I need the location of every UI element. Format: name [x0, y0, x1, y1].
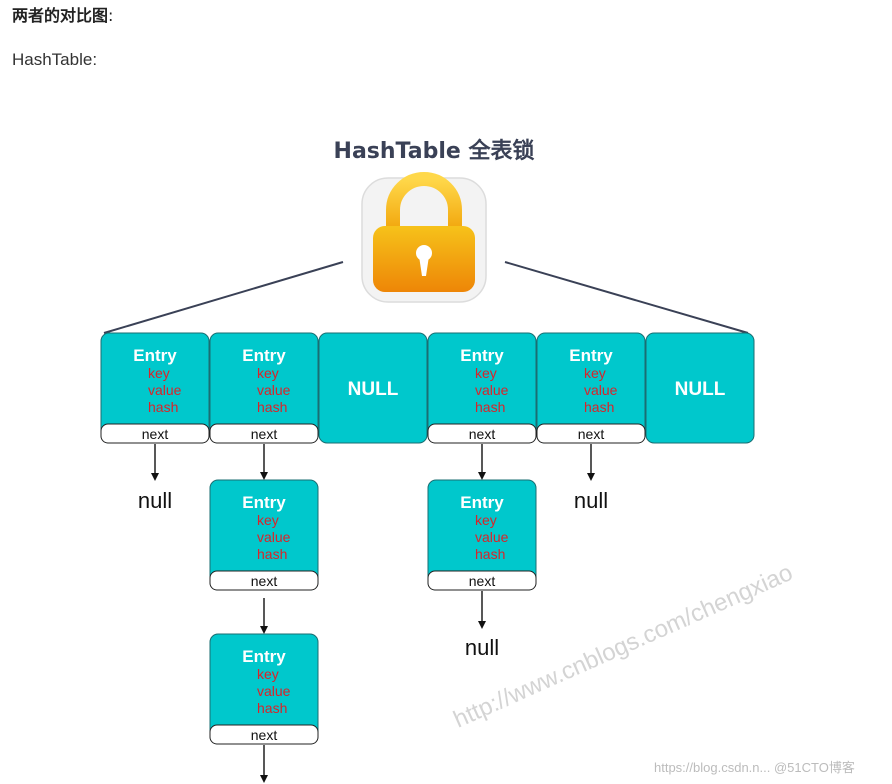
next-label: next	[251, 426, 278, 442]
next-label: next	[578, 426, 605, 442]
null-slot-label: NULL	[348, 379, 399, 400]
entry-field-key: key	[257, 512, 279, 528]
entry-field-key: key	[475, 512, 497, 528]
entry-field-value: value	[257, 529, 291, 545]
next-label: next	[469, 426, 496, 442]
entry-title: Entry	[242, 346, 286, 365]
next-label: next	[469, 573, 496, 589]
connector-line-right	[504, 261, 749, 334]
entry-title: Entry	[569, 346, 613, 365]
entry-field-hash: hash	[257, 700, 287, 716]
entry-field-value: value	[475, 382, 509, 398]
heading: 两者的对比图:	[12, 2, 113, 26]
heading-text: 两者的对比图	[12, 6, 109, 25]
entry-field-value: value	[584, 382, 618, 398]
null-terminal-bucket-4: null	[574, 488, 608, 513]
entry-title: Entry	[133, 346, 177, 365]
null-terminal-bucket-3-chain: null	[465, 635, 499, 660]
next-pointer-box	[100, 423, 210, 444]
entry-field-key: key	[257, 666, 279, 682]
entry-title: Entry	[242, 647, 286, 666]
entry-field-key: key	[584, 365, 606, 381]
entry-field-hash: hash	[475, 399, 505, 415]
entry-field-hash: hash	[475, 546, 505, 562]
entry-title: Entry	[242, 493, 286, 512]
next-pointer-box	[209, 724, 319, 745]
entry-title: Entry	[460, 346, 504, 365]
null-slot-cell	[318, 332, 428, 444]
footer-watermark: https://blog.csdn.n... @51CTO博客	[654, 760, 855, 775]
entry-field-key: key	[475, 365, 497, 381]
heading-suffix: :	[108, 6, 114, 25]
entry-field-hash: hash	[257, 546, 287, 562]
next-pointer-box	[427, 570, 537, 591]
bucket-2-null-slot: NULL	[318, 332, 428, 444]
lock-icon	[361, 172, 487, 303]
connector-line-left	[103, 261, 344, 334]
entry-field-value: value	[475, 529, 509, 545]
entry-field-value: value	[257, 382, 291, 398]
subheading: HashTable:	[12, 50, 98, 69]
null-terminal-bucket-0: null	[138, 488, 172, 513]
entry-field-value: value	[148, 382, 182, 398]
next-pointer-box	[209, 423, 319, 444]
next-pointer-box	[209, 570, 319, 591]
entry-field-value: value	[257, 683, 291, 699]
next-label: next	[142, 426, 169, 442]
entry-field-key: key	[257, 365, 279, 381]
entry-field-hash: hash	[257, 399, 287, 415]
entry-field-key: key	[148, 365, 170, 381]
null-slot-cell	[645, 332, 755, 444]
bucket-5-null-slot: NULL	[645, 332, 755, 444]
next-label: next	[251, 573, 278, 589]
next-pointer-box	[536, 423, 646, 444]
next-pointer-box	[427, 423, 537, 444]
entry-title: Entry	[460, 493, 504, 512]
entry-field-hash: hash	[148, 399, 178, 415]
null-slot-label: NULL	[675, 379, 726, 400]
next-label: next	[251, 727, 278, 743]
entry-field-hash: hash	[584, 399, 614, 415]
diagram-title: HashTable 全表锁	[334, 138, 535, 164]
